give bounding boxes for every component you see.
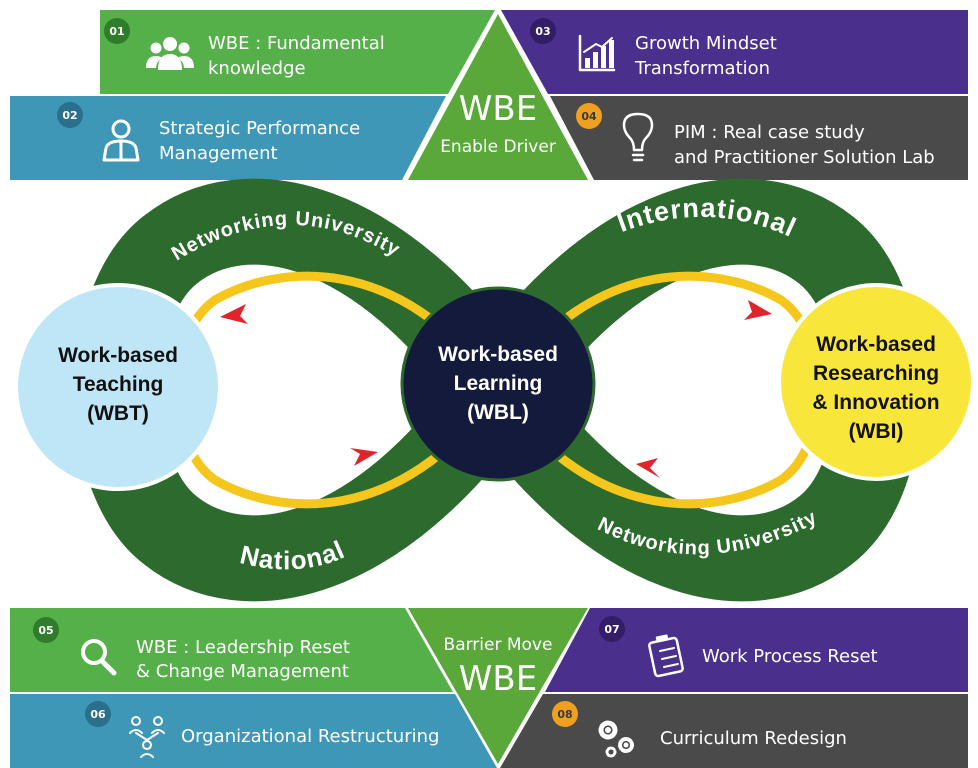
banner-06-line1: Organizational Restructuring (181, 726, 439, 747)
wbi-node: Work-based Researching & Innovation (WBI… (777, 283, 975, 481)
wbt-line1: Work-based (58, 344, 178, 367)
badge-02-number: 02 (62, 109, 77, 122)
badge-06-number: 06 (90, 708, 106, 721)
banner-item-05: 05 WBE : Leadership Reset & Change Manag… (33, 617, 350, 682)
top-center-subtitle: Enable Driver (440, 137, 556, 157)
banner-item-02: 02 Strategic Performance Management (57, 102, 360, 164)
banner-05-line1: WBE : Leadership Reset (136, 637, 350, 658)
badge-03-number: 03 (535, 25, 550, 38)
wbl-line1: Work-based (438, 343, 558, 366)
banner-04-line2: and Practitioner Solution Lab (674, 147, 935, 168)
banner-item-06: 06 Organizational Restructuring (85, 701, 439, 758)
wbi-line1: Work-based (816, 333, 936, 356)
top-center-title: WBE (459, 89, 537, 129)
lightbulb-icon (622, 112, 654, 162)
badge-02 (57, 102, 83, 128)
badge-04 (576, 103, 602, 129)
badge-06 (85, 701, 111, 727)
banner-08-background (500, 694, 968, 768)
wbt-circle (14, 283, 222, 491)
badge-05-number: 05 (38, 624, 53, 637)
banner-item-04: 04 PIM : Real case study and Practitione… (576, 103, 935, 168)
clipboard-checklist-icon (648, 634, 684, 678)
wbi-line3: & Innovation (812, 391, 939, 414)
badge-07-number: 07 (604, 623, 619, 636)
badge-01 (104, 18, 130, 44)
wbt-line3: (WBT) (87, 402, 149, 425)
banner-03-background (501, 10, 968, 94)
wbl-line3: (WBL) (467, 401, 529, 424)
badge-08 (552, 701, 578, 727)
banner-01-line2: knowledge (208, 58, 306, 79)
banner-03-line1: Growth Mindset (635, 33, 777, 54)
bottom-banner: Barrier Move WBE 05 WBE : Leadership Res… (10, 608, 968, 768)
banner-02-line1: Strategic Performance (159, 118, 360, 139)
banner-06-background (10, 694, 497, 768)
wbl-line2: Learning (454, 372, 543, 395)
bottom-center-triangle (408, 608, 588, 764)
banner-02-line2: Management (159, 143, 278, 164)
wbt-node: Work-based Teaching (WBT) (14, 283, 222, 491)
banner-07-line1: Work Process Reset (702, 646, 878, 667)
banner-05-line2: & Change Management (136, 661, 349, 682)
gears-icon (598, 720, 634, 758)
banner-04-background (550, 96, 968, 180)
bar-chart-growth-icon (578, 34, 616, 72)
banner-03-line2: Transformation (634, 58, 770, 79)
banner-item-03: 03 Growth Mindset Transformation (530, 18, 777, 79)
wbi-circle (777, 283, 975, 481)
banner-05-background (10, 608, 453, 692)
banner-01-background (100, 10, 495, 94)
banner-item-01: 01 WBE : Fundamental knowledge (104, 18, 385, 79)
person-icon (102, 119, 140, 162)
banner-item-07: 07 Work Process Reset (599, 616, 878, 678)
bottom-center-title: WBE (459, 659, 537, 699)
org-chart-icon (129, 716, 165, 758)
flow-arrow-bottom-left (350, 448, 378, 466)
badge-04-number: 04 (581, 110, 597, 123)
wbi-line2: Researching (813, 362, 939, 385)
bottom-center-subtitle: Barrier Move (444, 635, 553, 655)
top-center-triangle (408, 14, 588, 180)
badge-05 (33, 617, 59, 643)
wbl-circle (400, 286, 596, 482)
people-group-icon (146, 37, 194, 70)
banner-01-line1: WBE : Fundamental (208, 33, 385, 54)
infinity-loop: Networking University International Nati… (14, 178, 975, 602)
top-banner: WBE Enable Driver 01 WBE : Fundamental k… (10, 10, 968, 180)
flow-arrow-bottom-right (636, 458, 660, 478)
badge-01-number: 01 (109, 25, 124, 38)
badge-03 (530, 18, 556, 44)
badge-08-number: 08 (557, 708, 572, 721)
banner-08-line1: Curriculum Redesign (660, 728, 847, 749)
banner-04-line1: PIM : Real case study (674, 122, 865, 143)
flow-arrow-top-right (744, 300, 772, 320)
wbt-line2: Teaching (73, 373, 164, 396)
magnifier-icon (81, 639, 117, 676)
banner-07-background (545, 608, 968, 692)
badge-07 (599, 616, 625, 642)
wbi-line4: (WBI) (849, 420, 904, 443)
flow-arrow-top-left (220, 304, 248, 324)
banner-item-08: 08 Curriculum Redesign (552, 701, 847, 758)
wbl-node: Work-based Learning (WBL) (400, 286, 596, 482)
